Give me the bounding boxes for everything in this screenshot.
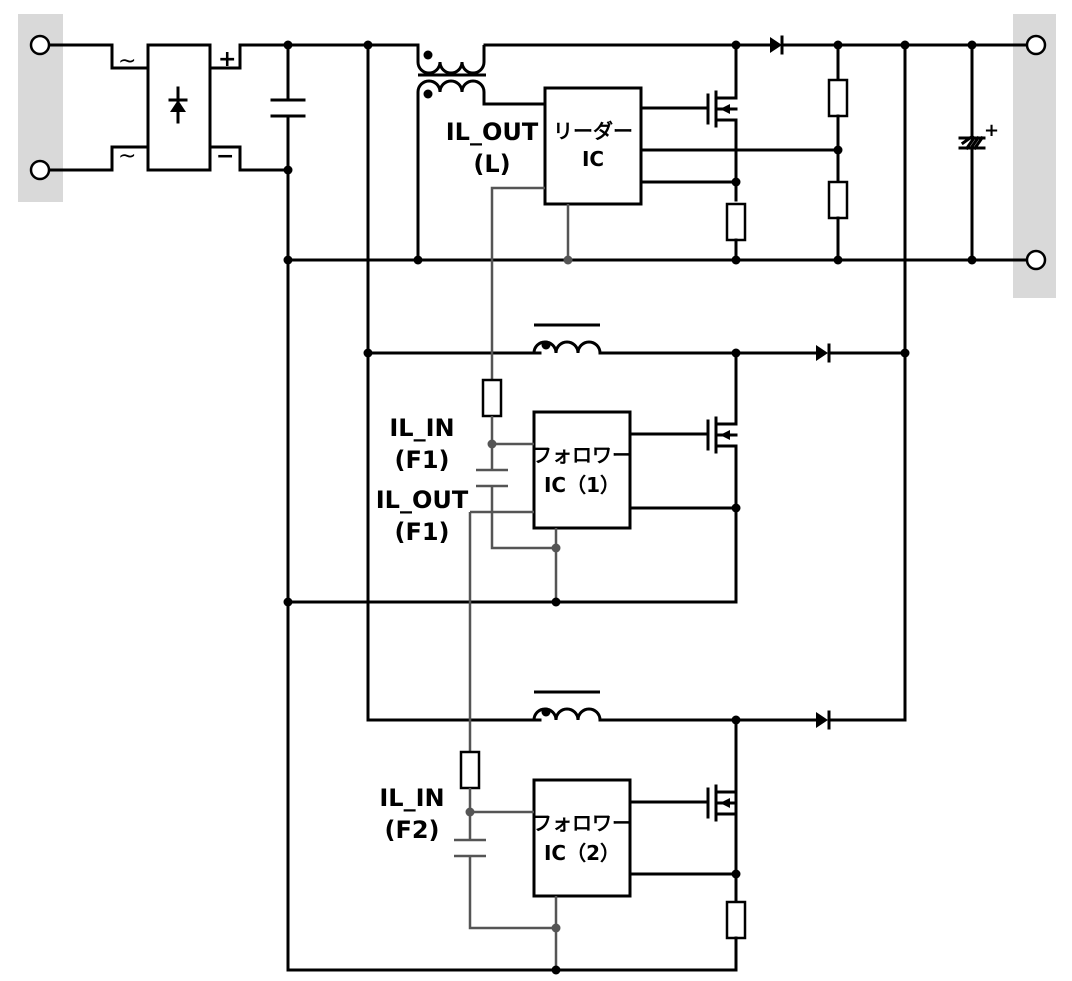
feedback-divider bbox=[827, 43, 849, 262]
annotation-il-in-f1-line2: (F1) bbox=[394, 446, 449, 474]
follower2-inductor bbox=[532, 690, 738, 722]
annotation-il-out-f1-line2: (F1) bbox=[394, 518, 449, 546]
follower2-diode bbox=[734, 710, 831, 730]
dc-plus-wire bbox=[208, 43, 290, 70]
leader-ic-label-2: IC bbox=[582, 147, 604, 171]
leader-transformer bbox=[416, 45, 545, 262]
dc-minus-wire bbox=[208, 145, 290, 172]
ac-input-terminal-bottom bbox=[29, 159, 51, 181]
input-wiring bbox=[46, 43, 150, 172]
follower2-ic-label-1: フォロワー bbox=[532, 811, 632, 835]
leader-mosfet bbox=[706, 43, 738, 202]
dc-minus-symbol: − bbox=[216, 144, 234, 169]
follower1-ic-label-2: IC（1） bbox=[544, 473, 620, 497]
annotation-il-out-l-line1: IL_OUT bbox=[446, 118, 539, 146]
annotation-il-out-f1-line1: IL_OUT bbox=[376, 486, 469, 514]
follower1-ic: フォロワー IC（1） bbox=[470, 410, 738, 602]
output-capacitor-polarity: + bbox=[984, 120, 999, 141]
bridge-rectifier: ~ ~ + − bbox=[118, 43, 236, 172]
dc-plus-symbol: + bbox=[218, 47, 236, 72]
follower2-ic: フォロワー IC（2） bbox=[470, 778, 738, 970]
follower1-ic-label-1: フォロワー bbox=[532, 443, 632, 467]
follower2-sense-resistor bbox=[725, 900, 747, 972]
output-capacitor: + bbox=[958, 43, 999, 262]
leader-ic-label-1: リーダー bbox=[553, 119, 633, 143]
ac-symbol-bottom: ~ bbox=[118, 144, 136, 169]
ac-input-terminal-top bbox=[29, 34, 51, 56]
dc-output-terminal-plus bbox=[1025, 34, 1047, 56]
dc-output-terminal-minus bbox=[1025, 249, 1047, 271]
annotation-il-in-f1-line1: IL_IN bbox=[389, 414, 454, 442]
follower2-sense-network bbox=[454, 750, 556, 930]
junction-dots bbox=[283, 40, 977, 975]
annotation-il-in-f2-line2: (F2) bbox=[384, 816, 439, 844]
ac-symbol-top: ~ bbox=[118, 49, 136, 74]
annotation-il-in-f2-line1: IL_IN bbox=[379, 784, 444, 812]
leader-sense-resistor bbox=[725, 202, 747, 262]
follower1-mosfet bbox=[706, 351, 738, 510]
follower1-diode bbox=[734, 343, 831, 363]
follower2-mosfet bbox=[706, 718, 738, 904]
annotation-il-out-l-line2: (L) bbox=[473, 150, 510, 178]
follower2-ic-label-2: IC（2） bbox=[544, 841, 620, 865]
output-diode-top bbox=[770, 35, 784, 55]
input-capacitor bbox=[270, 43, 306, 172]
follower1-inductor bbox=[532, 323, 738, 355]
leader-ic: リーダー IC bbox=[490, 86, 840, 380]
